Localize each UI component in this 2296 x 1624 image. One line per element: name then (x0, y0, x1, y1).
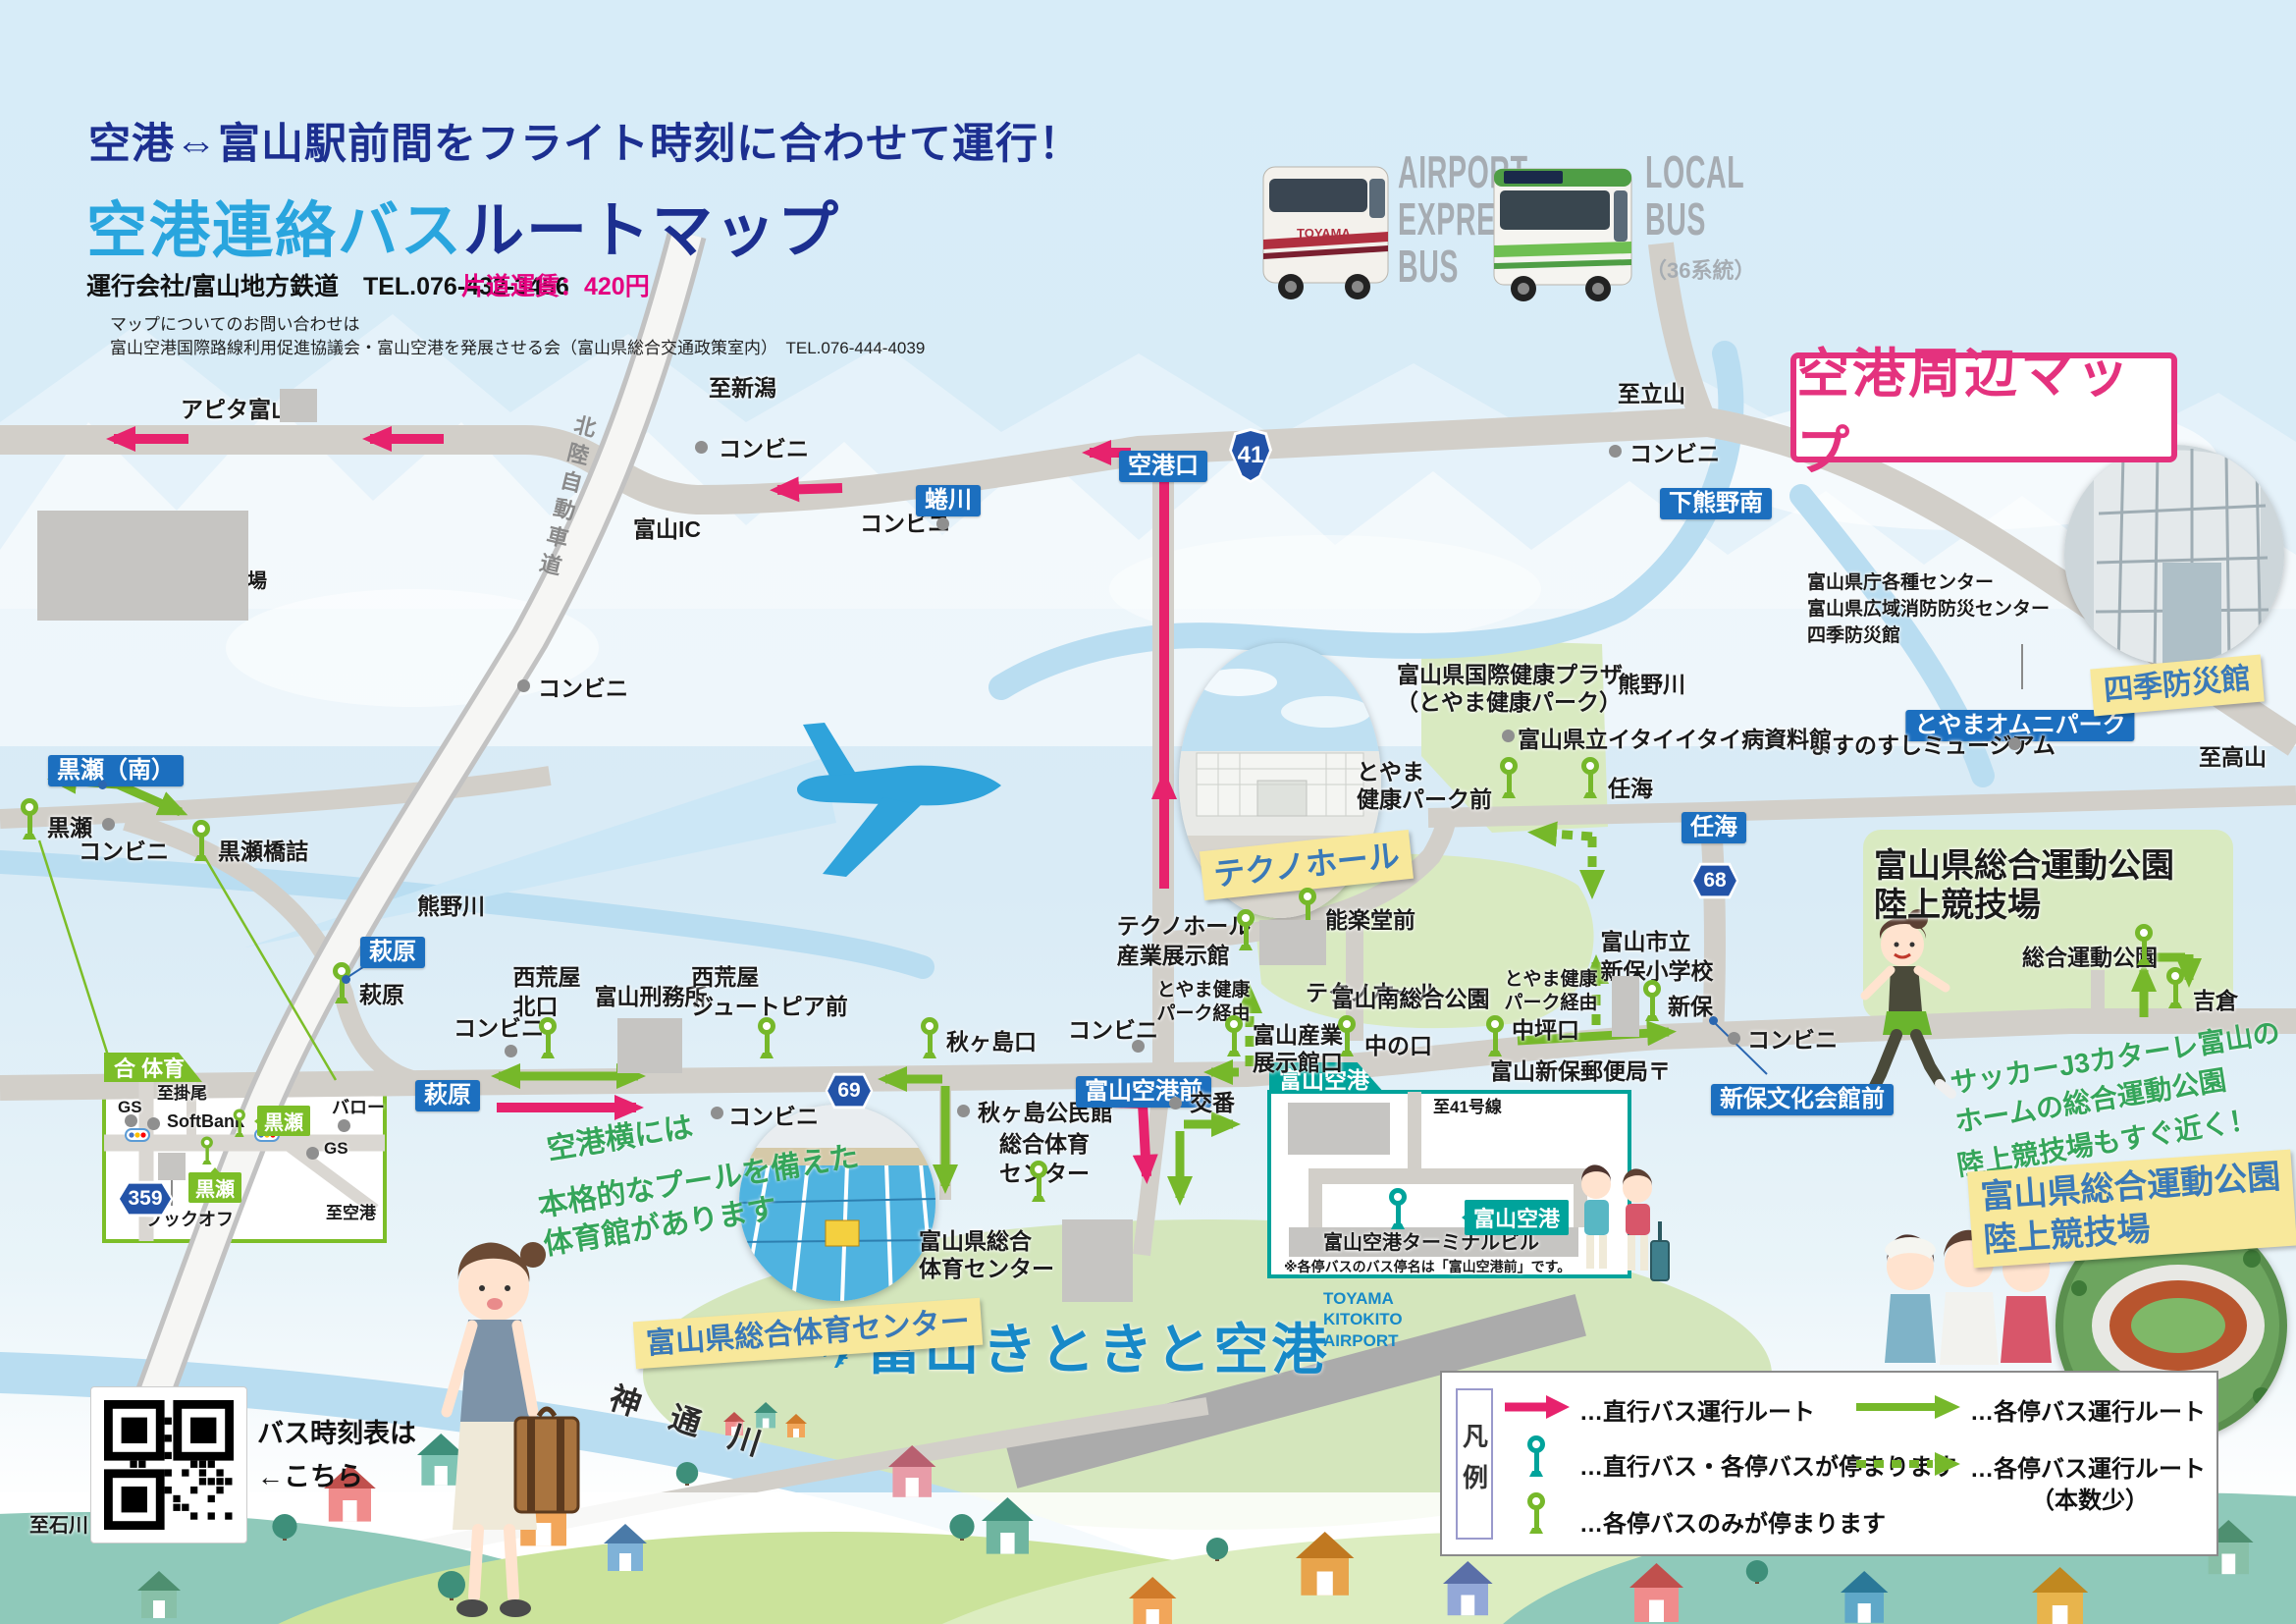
house-icon (1129, 1577, 1177, 1624)
legend-direct-arrow-icon (1505, 1395, 1570, 1419)
contact-line1: マップについてのお問い合わせは (110, 315, 360, 334)
leader-line (1712, 1020, 1768, 1075)
plane-icon: ✈ (821, 1325, 862, 1380)
leader-line (202, 855, 338, 1081)
qr-code (90, 1386, 247, 1543)
timetable-note-line2: ←こちら (257, 1462, 363, 1491)
operator-info: 運行会社/富山地方鉄道 TEL.076-432-3456 (86, 273, 569, 300)
shiki-bosaikan-photo (2064, 445, 2284, 665)
house-icon (723, 1412, 745, 1435)
legend-caption: 凡例 (1456, 1388, 1493, 1540)
direct-bus-route-arrow (770, 476, 843, 503)
poster-subtitle: 空港⇔富山駅前間をフライト時刻に合わせて運行！ (88, 121, 1082, 168)
house-icon (888, 1445, 936, 1497)
house-icon (1296, 1532, 1355, 1596)
leader-line (346, 947, 393, 979)
local-bus-route-arrow (1527, 821, 1593, 847)
poster-title-cyan: 空港連絡バス (86, 197, 464, 265)
local-bus-photo (1493, 168, 1632, 301)
local-bus-route-arrow (47, 768, 119, 794)
house-icon (417, 1434, 465, 1486)
local-bus-systems-note: （36系統） (1645, 258, 1756, 283)
poster-title: 空港連絡バスルートマップ (86, 181, 840, 269)
legend-local-few-arrow-icon (1856, 1452, 1960, 1476)
house-icon (1629, 1563, 1683, 1622)
airport-express-bus-photo: TOYAMA (1262, 166, 1389, 299)
contact-line2: 富山空港国際路線利用促進協議会・富山空港を発展させる会（富山県総合交通政策室内）… (110, 339, 926, 357)
house-icon (2032, 1567, 2089, 1624)
house-icon (137, 1571, 181, 1618)
airport-name-big: ✈ 富山きときと空港 (821, 1319, 1330, 1380)
travelers-illustration (1581, 1164, 1670, 1281)
express-bus-word-3: BUS (1398, 241, 1460, 292)
fare-info: 片道運賃：420円 (461, 273, 650, 300)
leader-line (37, 839, 118, 1081)
legend-both-stop-icon (1526, 1435, 1546, 1477)
house-icon (785, 1414, 807, 1437)
legend-local-arrow-icon (1856, 1395, 1960, 1419)
pool-photo (739, 1105, 935, 1301)
house-icon (982, 1497, 1034, 1554)
local-bus-word-1: LOCAL (1645, 146, 1745, 197)
techno-hall-photo (1179, 643, 1381, 918)
legend-local-stop-icon (1526, 1492, 1546, 1534)
house-icon (1443, 1561, 1493, 1616)
svg-text:TOYAMA: TOYAMA (1297, 226, 1352, 241)
house-icon (1841, 1571, 1889, 1623)
house-icon (324, 1465, 376, 1522)
direct-bus-route-arrow (1085, 1097, 1158, 1184)
airplane-icon (797, 723, 1001, 877)
periphery-map-title: 空港周辺マップ (1790, 345, 2177, 481)
local-bus-route-arrow (1517, 1020, 1677, 1047)
local-bus-word-2: BUS (1645, 193, 1707, 244)
poster-title-dark: ルートマップ (463, 197, 841, 265)
local-bus-route-arrow (116, 780, 188, 817)
traveler-woman-illustration (441, 1242, 580, 1617)
runner-illustration (1860, 909, 1956, 1099)
house-icon (754, 1402, 778, 1429)
house-icon (604, 1524, 647, 1571)
legend: 凡例 …直行バス運行ルート …直行バス・各停バスが停まります …各停バスのみが停… (1440, 1371, 2218, 1556)
timetable-note-line1: バス時刻表は (257, 1419, 416, 1448)
